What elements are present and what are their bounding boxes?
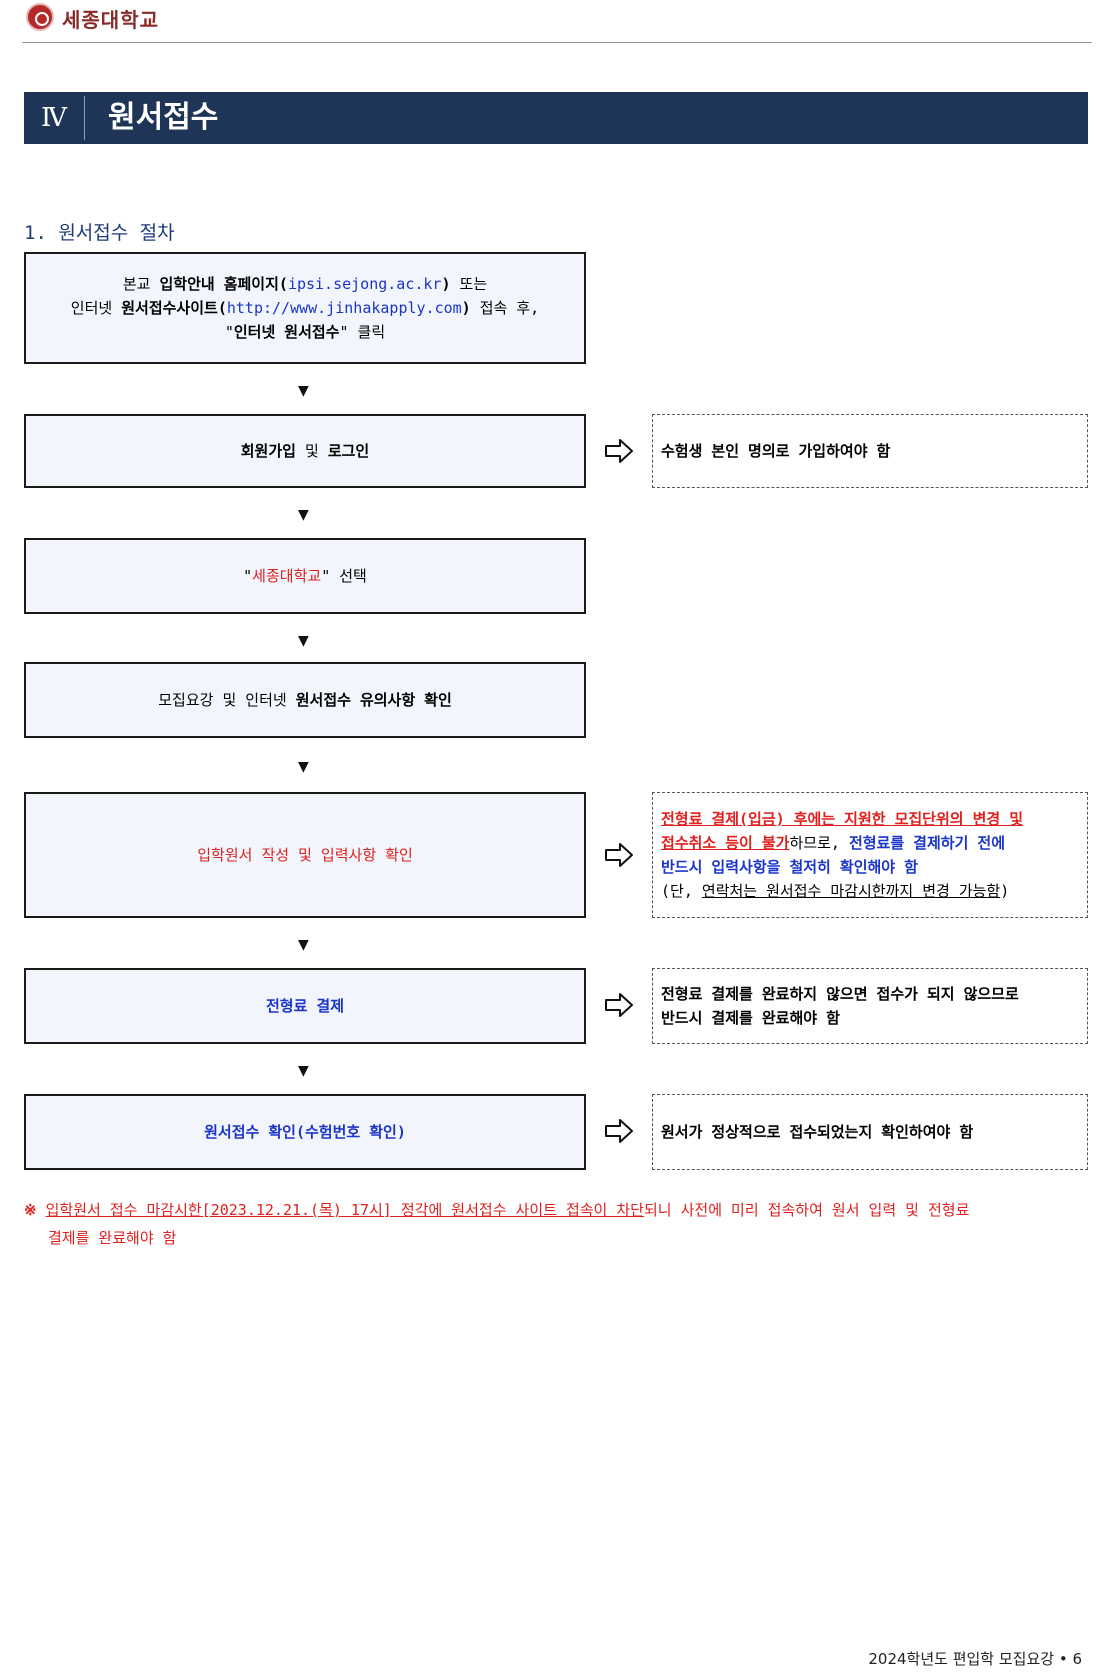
step-3-text: "세종대학교" 선택 xyxy=(243,567,367,585)
deadline-warning: ※ 입학원서 접수 마감시한[2023.12.21.(목) 17시] 정각에 원… xyxy=(24,1201,970,1247)
down-arrow-icon: ▼ xyxy=(298,383,309,399)
down-arrow-icon: ▼ xyxy=(298,937,309,953)
university-name: 세종대학교 xyxy=(62,8,159,32)
down-arrow-icon: ▼ xyxy=(298,633,309,649)
step-4-box: 모집요강 및 인터넷 원서접수 유의사항 확인 xyxy=(24,662,586,738)
step-5-box: 입학원서 작성 및 입력사항 확인 xyxy=(24,792,586,918)
step-7-text: 원서접수 확인(수험번호 확인) xyxy=(204,1123,406,1141)
chapter-number: Ⅳ xyxy=(41,103,67,133)
step-1-box: 본교 입학안내 홈페이지(ipsi.sejong.ac.kr) 또는 인터넷 원… xyxy=(24,252,586,364)
down-arrow-icon: ▼ xyxy=(298,1063,309,1079)
banner-divider xyxy=(84,96,85,140)
right-arrow-icon xyxy=(605,1119,633,1143)
university-logo-icon xyxy=(26,3,54,31)
step-2-note: 수험생 본인 명의로 가입하여야 함 xyxy=(652,414,1088,488)
down-arrow-icon: ▼ xyxy=(298,507,309,523)
page-footer: 2024학년도 편입학 모집요강 • 6 xyxy=(868,1650,1082,1668)
chapter-title: 원서접수 xyxy=(108,100,219,135)
chapter-banner: Ⅳ 원서접수 xyxy=(24,92,1088,144)
step-7-note: 원서가 정상적으로 접수되었는지 확인하여야 함 xyxy=(652,1094,1088,1170)
step-5-text: 입학원서 작성 및 입력사항 확인 xyxy=(197,846,413,864)
step-5-note: 전형료 결제(입금) 후에는 지원한 모집단위의 변경 및 접수취소 등이 불가… xyxy=(652,792,1088,918)
right-arrow-icon xyxy=(605,439,633,463)
right-arrow-icon xyxy=(605,843,633,867)
step-2-text: 회원가입 및 로그인 xyxy=(240,442,370,460)
step-3-box: "세종대학교" 선택 xyxy=(24,538,586,614)
right-arrow-icon xyxy=(605,993,633,1017)
step-1-text: 본교 입학안내 홈페이지(ipsi.sejong.ac.kr) 또는 인터넷 원… xyxy=(70,275,540,341)
step-6-box: 전형료 결제 xyxy=(24,968,586,1044)
down-arrow-icon: ▼ xyxy=(298,759,309,775)
step-6-text: 전형료 결제 xyxy=(265,997,345,1015)
step-4-text: 모집요강 및 인터넷 원서접수 유의사항 확인 xyxy=(158,691,452,709)
step-2-box: 회원가입 및 로그인 xyxy=(24,414,586,488)
step-6-note: 전형료 결제를 완료하지 않으면 접수가 되지 않으므로 반드시 결제를 완료해… xyxy=(652,968,1088,1044)
step-7-box: 원서접수 확인(수험번호 확인) xyxy=(24,1094,586,1170)
page-header: 세종대학교 xyxy=(22,0,1092,43)
section-title: 1. 원서접수 절차 xyxy=(24,222,175,244)
